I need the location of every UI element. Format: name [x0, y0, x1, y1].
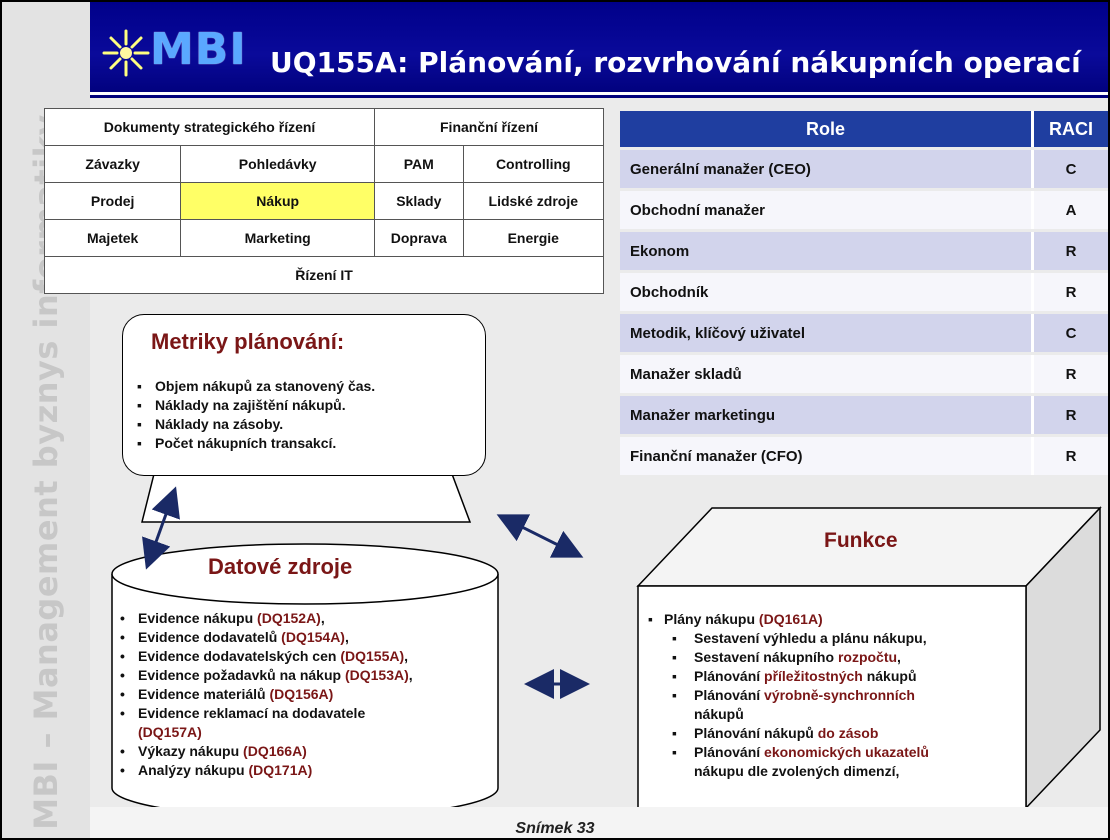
function-item: Plány nákupu (DQ161A): [644, 610, 929, 629]
area-cell: Pohledávky: [180, 145, 376, 183]
arrow-metrics-data: [142, 486, 180, 570]
data-cylinder-top: [111, 543, 499, 605]
area-cell: Controlling: [462, 145, 605, 183]
function-subitem: Plánování příležitostných nákupů: [644, 667, 929, 686]
raci-code: R: [1031, 396, 1108, 434]
raci-code: R: [1031, 232, 1108, 270]
data-sources-title: Datové zdroje: [208, 554, 353, 579]
mbi-logo-sun-icon: [102, 29, 150, 77]
raci-role: Ekonom: [620, 232, 1031, 270]
raci-role: Manažer skladů: [620, 355, 1031, 393]
raci-code: R: [1031, 437, 1108, 475]
data-source-item: Výkazy nákupu (DQ166A): [118, 742, 413, 761]
area-cell: Energie: [462, 219, 605, 257]
raci-code: C: [1031, 150, 1108, 188]
area-cell: Sklady: [374, 182, 464, 220]
raci-code: C: [1031, 314, 1108, 352]
area-cell: Marketing: [180, 219, 376, 257]
data-source-item: Analýzy nákupu (DQ171A): [118, 761, 413, 780]
area-grid: Dokumenty strategického řízení Finanční …: [43, 108, 605, 294]
data-source-item-cont: (DQ157A): [138, 724, 202, 740]
area-cell: Závazky: [43, 145, 182, 183]
monitor-stand: [141, 473, 472, 523]
function-subitem: Plánování nákupů do zásob: [644, 724, 929, 743]
metrics-item: Objem nákupů za stanovený čas.: [135, 377, 375, 396]
page-title: UQ155A: Plánování, rozvrhování nákupních…: [270, 46, 1081, 79]
slide-number: Snímek 33: [515, 820, 595, 837]
data-sources-list: Evidence nákupu (DQ152A), Evidence dodav…: [118, 609, 413, 780]
raci-code: R: [1031, 273, 1108, 311]
metrics-item: Náklady na zajištění nákupů.: [135, 396, 375, 415]
functions-title: Funkce: [824, 529, 898, 552]
data-source-item: Evidence nákupu (DQ152A),: [118, 609, 413, 628]
raci-role: Obchodník: [620, 273, 1031, 311]
metrics-monitor: Metriky plánování: Objem nákupů za stano…: [122, 314, 486, 476]
area-cell: Řízení IT: [44, 256, 604, 294]
raci-header-code: RACI: [1031, 111, 1108, 147]
function-subitem-cont: nákupů: [694, 706, 744, 722]
raci-role: Manažer marketingu: [620, 396, 1031, 434]
raci-role: Metodik, klíčový uživatel: [620, 314, 1031, 352]
area-cell: Dokumenty strategického řízení: [43, 108, 376, 146]
area-cell: PAM: [374, 145, 464, 183]
area-cell: Prodej: [43, 182, 182, 220]
logo-text: MBI: [150, 24, 247, 75]
area-cell: Finanční řízení: [374, 108, 604, 146]
raci-row: Finanční manažer (CFO)R: [620, 437, 1108, 475]
metrics-item: Počet nákupních transakcí.: [135, 434, 375, 453]
data-source-item: Evidence reklamací na dodavatele: [118, 704, 413, 723]
header-bar: [90, 2, 1108, 98]
area-cell: Lidské zdroje: [462, 182, 605, 220]
function-subitem: Plánování ekonomických ukazatelů: [644, 743, 929, 762]
function-subitem: Sestavení výhledu a plánu nákupu,: [644, 629, 929, 648]
raci-code: A: [1031, 191, 1108, 229]
functions-list: Plány nákupu (DQ161A) Sestavení výhledu …: [644, 610, 929, 781]
data-source-item: Evidence dodavatelských cen (DQ155A),: [118, 647, 413, 666]
raci-row: Generální manažer (CEO)C: [620, 150, 1108, 188]
raci-code: R: [1031, 355, 1108, 393]
footer-band: [90, 807, 1108, 838]
metrics-title: Metriky plánování:: [151, 329, 345, 354]
function-subitem: Plánování výrobně-synchronních: [644, 686, 929, 705]
raci-table: Role RACI Generální manažer (CEO)C Obcho…: [620, 108, 1108, 478]
data-source-item: Evidence dodavatelů (DQ154A),: [118, 628, 413, 647]
function-subitem: Sestavení nákupního rozpočtu,: [644, 648, 929, 667]
function-subitem-cont: nákupu dle zvolených dimenzí,: [694, 763, 900, 779]
metrics-item: Náklady na zásoby.: [135, 415, 375, 434]
raci-header-role: Role: [620, 111, 1031, 147]
raci-role: Generální manažer (CEO): [620, 150, 1031, 188]
data-source-item: Evidence požadavků na nákup (DQ153A),: [118, 666, 413, 685]
arrow-metrics-functions: [496, 514, 584, 558]
raci-role: Obchodní manažer: [620, 191, 1031, 229]
data-source-item: Evidence materiálů (DQ156A): [118, 685, 413, 704]
metrics-list: Objem nákupů za stanovený čas. Náklady n…: [135, 377, 375, 453]
header-divider: [90, 92, 1108, 95]
raci-role: Finanční manažer (CFO): [620, 437, 1031, 475]
area-cell: Majetek: [43, 219, 182, 257]
